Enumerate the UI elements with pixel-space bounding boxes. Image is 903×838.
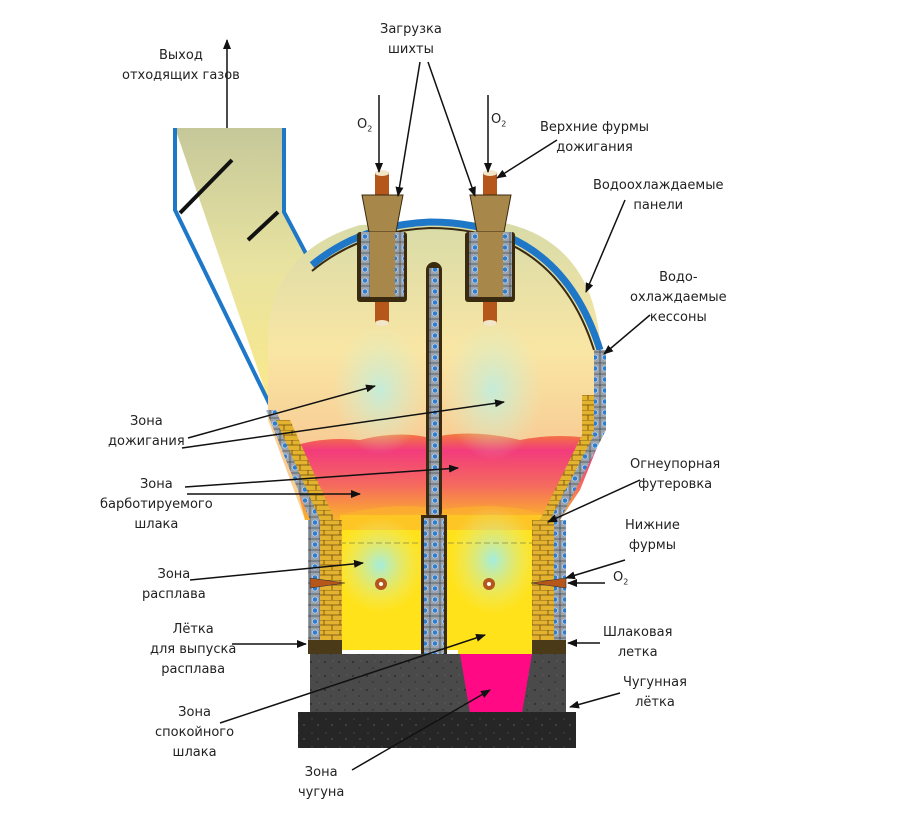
label-o2-bottom: O2 (613, 570, 629, 587)
pig-iron-region (460, 654, 532, 713)
label-o2-top-right: O2 (491, 112, 507, 129)
melt-taphole (308, 640, 342, 654)
hearth (298, 632, 576, 748)
baffle-lower (246, 210, 280, 242)
pointer-arrows (181, 39, 651, 771)
baffle-upper (178, 158, 234, 215)
plume-right (443, 320, 543, 460)
plume-left (332, 325, 428, 455)
plume-low-right (448, 505, 538, 615)
water-cooled-panel (309, 218, 604, 352)
lower-tuyeres (309, 577, 567, 590)
charge-hopper-right (465, 170, 515, 326)
slag-taphole (532, 640, 566, 654)
bubbled-slag-region (288, 433, 600, 520)
charge-hopper-left (357, 170, 407, 326)
center-partition (421, 262, 447, 655)
label-o2-top-left: O2 (357, 117, 373, 134)
plume-low-left (335, 517, 425, 613)
